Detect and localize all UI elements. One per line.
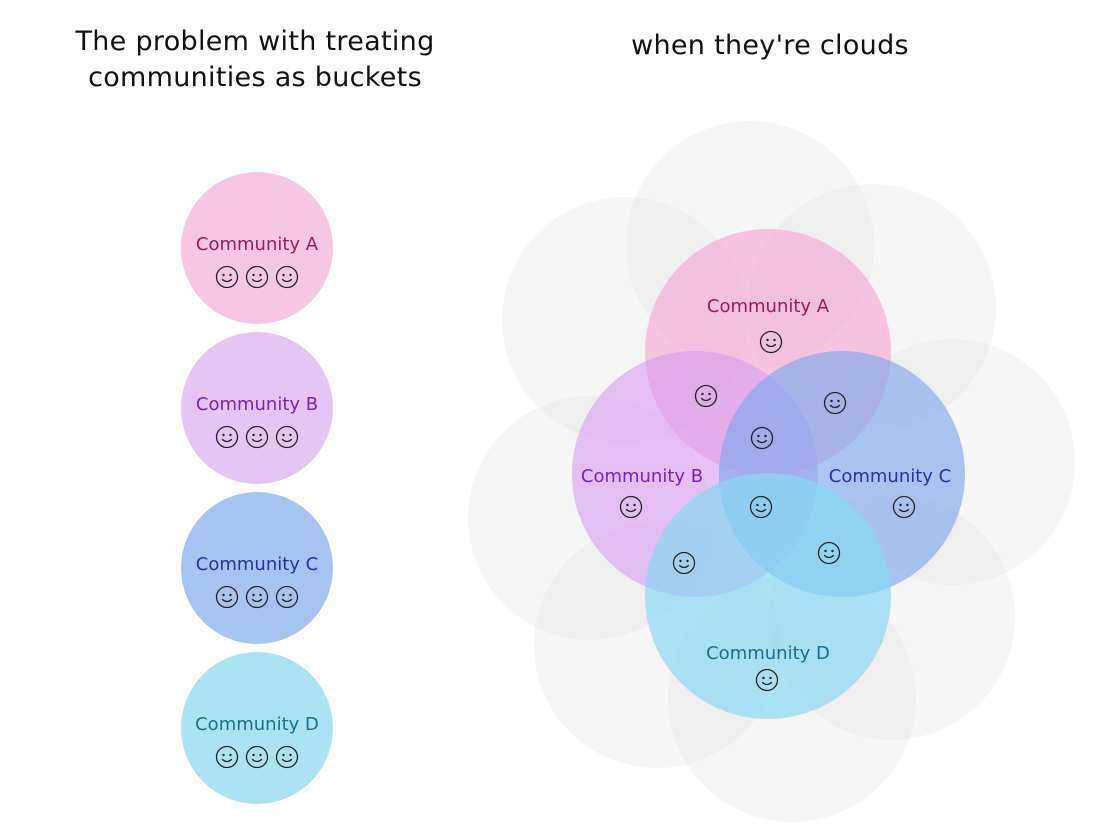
left-title-line-2: communities as buckets bbox=[88, 62, 422, 93]
bucket-label-b: Community B bbox=[195, 394, 319, 415]
smiley-face-icon bbox=[215, 585, 239, 609]
bucket-community-a: Community A bbox=[181, 172, 333, 324]
bucket-faces-c bbox=[181, 584, 333, 610]
cloud-label-d: Community D bbox=[706, 643, 830, 664]
smiley-face-icon bbox=[215, 425, 239, 449]
cloud-label-b: Community B bbox=[581, 466, 703, 487]
bucket-label-a: Community A bbox=[195, 234, 319, 255]
smiley-face-icon bbox=[245, 425, 269, 449]
right-title-text: when they're clouds bbox=[631, 30, 909, 61]
bucket-faces-b bbox=[181, 424, 333, 450]
cloud-community-d bbox=[645, 473, 891, 719]
cloud-label-a: Community A bbox=[707, 296, 830, 317]
left-title-line-1: The problem with treating bbox=[75, 26, 435, 57]
smiley-face-icon bbox=[275, 585, 299, 609]
smiley-face-icon bbox=[215, 265, 239, 289]
smiley-face-icon bbox=[275, 265, 299, 289]
right-panel-title: when they're clouds bbox=[560, 28, 980, 64]
cloud-label-c: Community C bbox=[829, 466, 951, 487]
smiley-face-icon bbox=[245, 265, 269, 289]
smiley-face-icon bbox=[275, 745, 299, 769]
bucket-faces-a bbox=[181, 264, 333, 290]
smiley-face-icon bbox=[275, 425, 299, 449]
bucket-label-c: Community C bbox=[195, 554, 319, 575]
bucket-community-c: Community C bbox=[181, 492, 333, 644]
smiley-face-icon bbox=[215, 745, 239, 769]
left-panel-title: The problem with treating communities as… bbox=[40, 24, 470, 96]
smiley-face-icon bbox=[245, 745, 269, 769]
smiley-face-icon bbox=[245, 585, 269, 609]
bucket-community-b: Community B bbox=[181, 332, 333, 484]
bucket-community-d: Community D bbox=[181, 652, 333, 804]
bucket-label-d: Community D bbox=[195, 714, 319, 735]
bucket-faces-d bbox=[181, 744, 333, 770]
